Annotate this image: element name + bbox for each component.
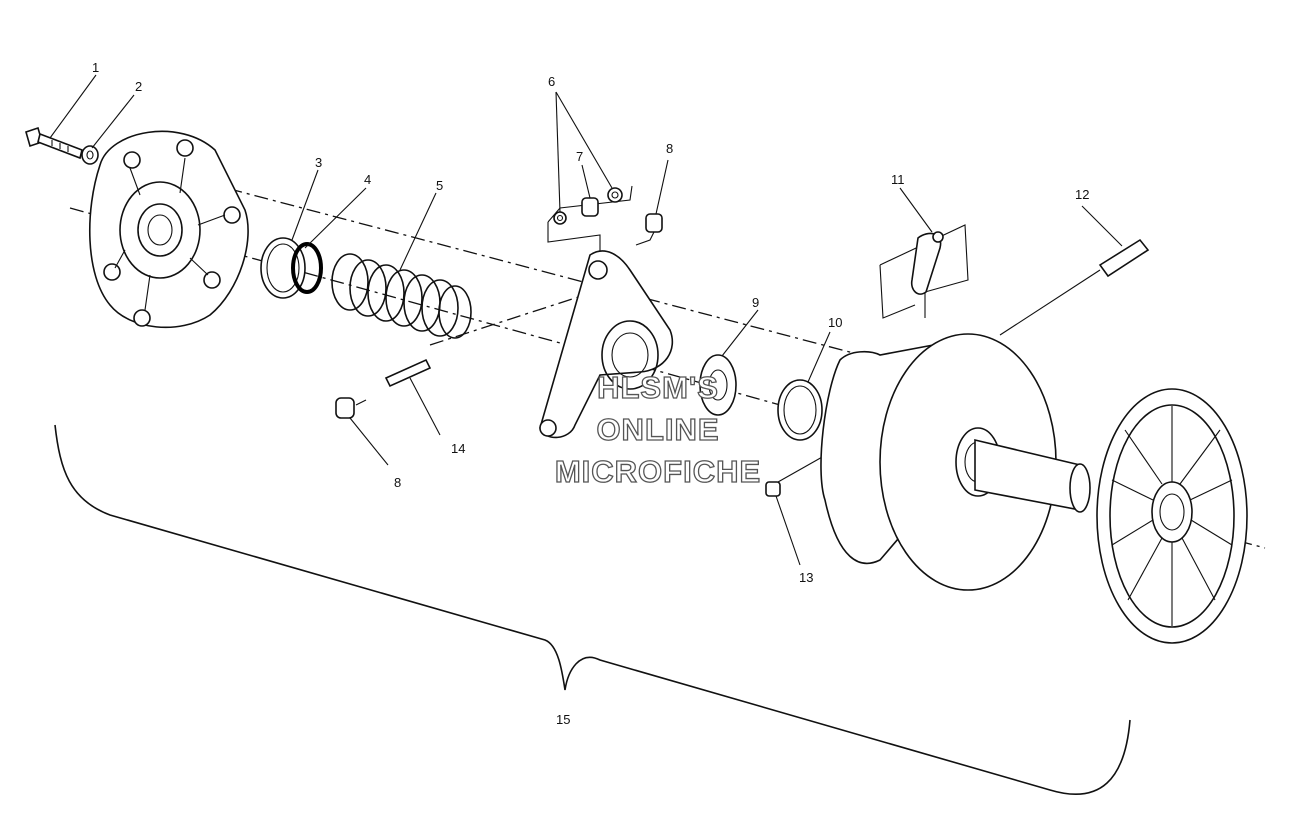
label-9: 9 [752, 295, 759, 310]
watermark-line-3: MICROFICHE [555, 454, 761, 489]
roller-and-washers-part [547, 185, 633, 252]
label-7: 7 [576, 149, 583, 164]
flyweight-part [879, 224, 969, 319]
pin-part [384, 358, 432, 388]
leader-lines [49, 74, 1123, 566]
label-13: 13 [799, 570, 813, 585]
label-5: 5 [436, 178, 443, 193]
watermark-line-1: HLSM'S [597, 370, 719, 405]
label-10: 10 [828, 315, 842, 330]
label-4: 4 [364, 172, 371, 187]
label-8-lower: 8 [394, 475, 401, 490]
label-11: 11 [891, 172, 905, 187]
label-6: 6 [548, 74, 555, 89]
cover-plate-part [88, 130, 249, 329]
part-labels: 1 2 3 4 5 6 7 8 9 10 11 12 13 8 14 15 [92, 60, 1089, 727]
roller-upper-part [635, 213, 663, 246]
washer-part [81, 145, 99, 165]
label-12: 12 [1075, 187, 1089, 202]
watermark: HLSM'S ONLINE MICROFICHE [554, 369, 761, 489]
o-ring-part [291, 242, 323, 294]
label-2: 2 [135, 79, 142, 94]
bolt-part [25, 126, 83, 160]
moveable-sheave-part [820, 333, 1091, 591]
label-15: 15 [556, 712, 570, 727]
label-14: 14 [451, 441, 465, 456]
long-bolt-part [999, 238, 1150, 336]
spider-arm-part [539, 250, 674, 439]
label-3: 3 [315, 155, 322, 170]
sleeve-bushing-part [777, 379, 823, 441]
label-8-upper: 8 [666, 141, 673, 156]
roller-lower-part [335, 397, 367, 419]
assembly-brace [54, 424, 1131, 795]
thrust-washer-part [699, 354, 737, 416]
label-1: 1 [92, 60, 99, 75]
fixed-sheave-wheel-part [1096, 388, 1248, 644]
watermark-line-2: ONLINE [596, 412, 719, 447]
spring-part [331, 253, 472, 339]
